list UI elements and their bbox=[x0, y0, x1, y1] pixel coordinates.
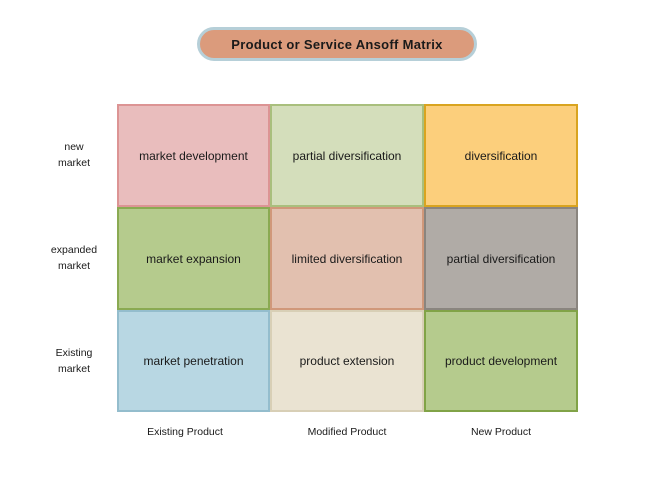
row-label-existing-market: Existing market bbox=[55, 347, 93, 376]
diagram-title: Product or Service Ansoff Matrix bbox=[197, 27, 477, 61]
matrix-cell-partial-diversification-top: partial diversification bbox=[270, 104, 424, 207]
col-label-new-product: New Product bbox=[470, 426, 532, 438]
matrix-cell-market-expansion: market expansion bbox=[117, 207, 270, 310]
matrix-cell-partial-diversification-mid: partial diversification bbox=[424, 207, 578, 310]
col-label-modified-product: Modified Product bbox=[307, 426, 387, 438]
matrix-cell-limited-diversification: limited diversification bbox=[270, 207, 424, 310]
col-label-existing-product: Existing Product bbox=[147, 426, 223, 438]
row-label-new-market: new market bbox=[57, 141, 91, 170]
matrix-cell-market-development: market development bbox=[117, 104, 270, 207]
matrix-cell-product-development: product development bbox=[424, 310, 578, 412]
ansoff-matrix-grid: market development partial diversificati… bbox=[117, 104, 578, 412]
matrix-cell-diversification: diversification bbox=[424, 104, 578, 207]
matrix-cell-market-penetration: market penetration bbox=[117, 310, 270, 412]
matrix-cell-product-extension: product extension bbox=[270, 310, 424, 412]
row-label-expanded-market: expanded market bbox=[50, 244, 98, 273]
